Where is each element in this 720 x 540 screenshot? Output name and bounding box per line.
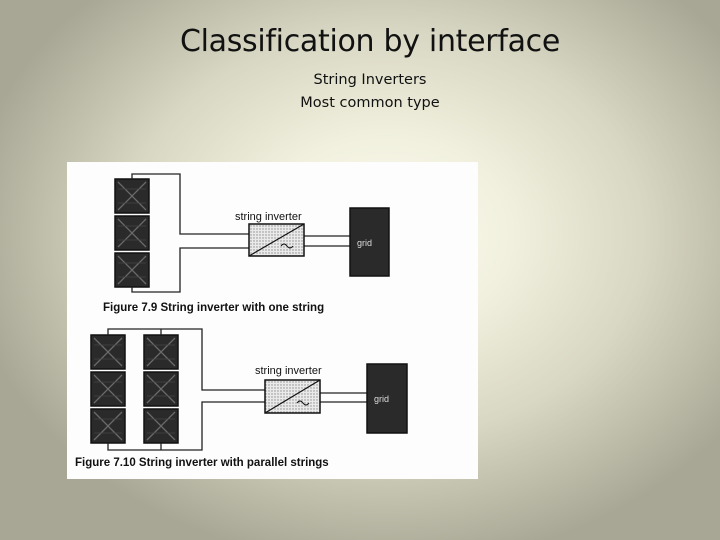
pv-array <box>90 334 179 444</box>
pv-panel <box>114 178 150 214</box>
pv-string <box>114 178 150 288</box>
pv-panel <box>143 408 179 444</box>
parallel-wiring <box>107 328 367 451</box>
string-inverter-box <box>264 379 321 414</box>
figure-caption: Figure 7.9 String inverter with one stri… <box>103 302 324 314</box>
grid-box: grid <box>349 207 390 277</box>
diagram-one-string: string inverter grid Figure 7.9 String i… <box>103 173 390 314</box>
subtitle-line-1: String Inverters <box>313 72 427 88</box>
pv-panel <box>90 408 126 444</box>
grid-box: grid <box>366 363 408 434</box>
pv-panel <box>114 252 150 288</box>
pv-panel <box>90 371 126 407</box>
inverter-label: string inverter <box>235 211 302 223</box>
pv-panel <box>143 334 179 370</box>
string-inverter-box <box>248 223 305 257</box>
inverter-label: string inverter <box>255 365 322 377</box>
pv-panel <box>90 334 126 370</box>
grid-label: grid <box>374 394 389 404</box>
scanned-figure: string inverter grid Figure 7.9 String i… <box>67 162 478 479</box>
slide-title: Classification by interface <box>179 24 561 59</box>
diagram-parallel-strings: string inverter grid Figure 7.10 String … <box>75 328 408 469</box>
grid-label: grid <box>357 238 372 248</box>
string-wiring <box>131 173 350 293</box>
figure-svg: string inverter grid Figure 7.9 String i… <box>75 173 408 469</box>
pv-panel <box>114 215 150 251</box>
pv-panel <box>143 371 179 407</box>
subtitle-line-2: Most common type <box>300 95 440 111</box>
figure-caption: Figure 7.10 String inverter with paralle… <box>75 457 329 469</box>
